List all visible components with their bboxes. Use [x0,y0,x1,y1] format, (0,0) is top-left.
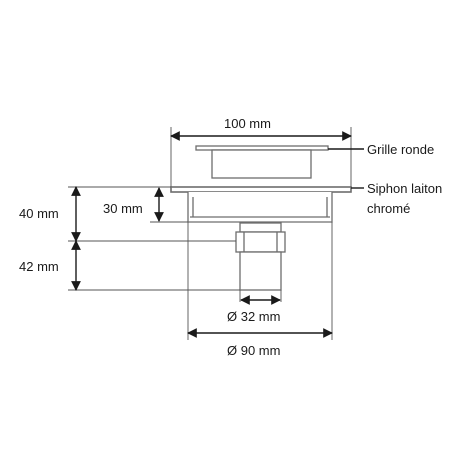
label-diameter-90: Ø 90 mm [227,343,280,358]
label-diameter-32: Ø 32 mm [227,309,280,324]
callout-siphon-line1: Siphon laiton [367,181,442,196]
extension-lines [68,127,352,340]
label-height-30: 30 mm [103,201,143,216]
outlet-pipe [235,222,286,291]
callout-siphon-line2: chromé [367,201,410,216]
label-height-40: 40 mm [19,206,59,221]
label-height-42: 42 mm [19,259,59,274]
grille-part [195,145,329,179]
label-width-top: 100 mm [224,116,271,131]
callout-grille: Grille ronde [367,142,434,157]
siphon-body [187,192,333,223]
siphon-flange [170,186,352,193]
